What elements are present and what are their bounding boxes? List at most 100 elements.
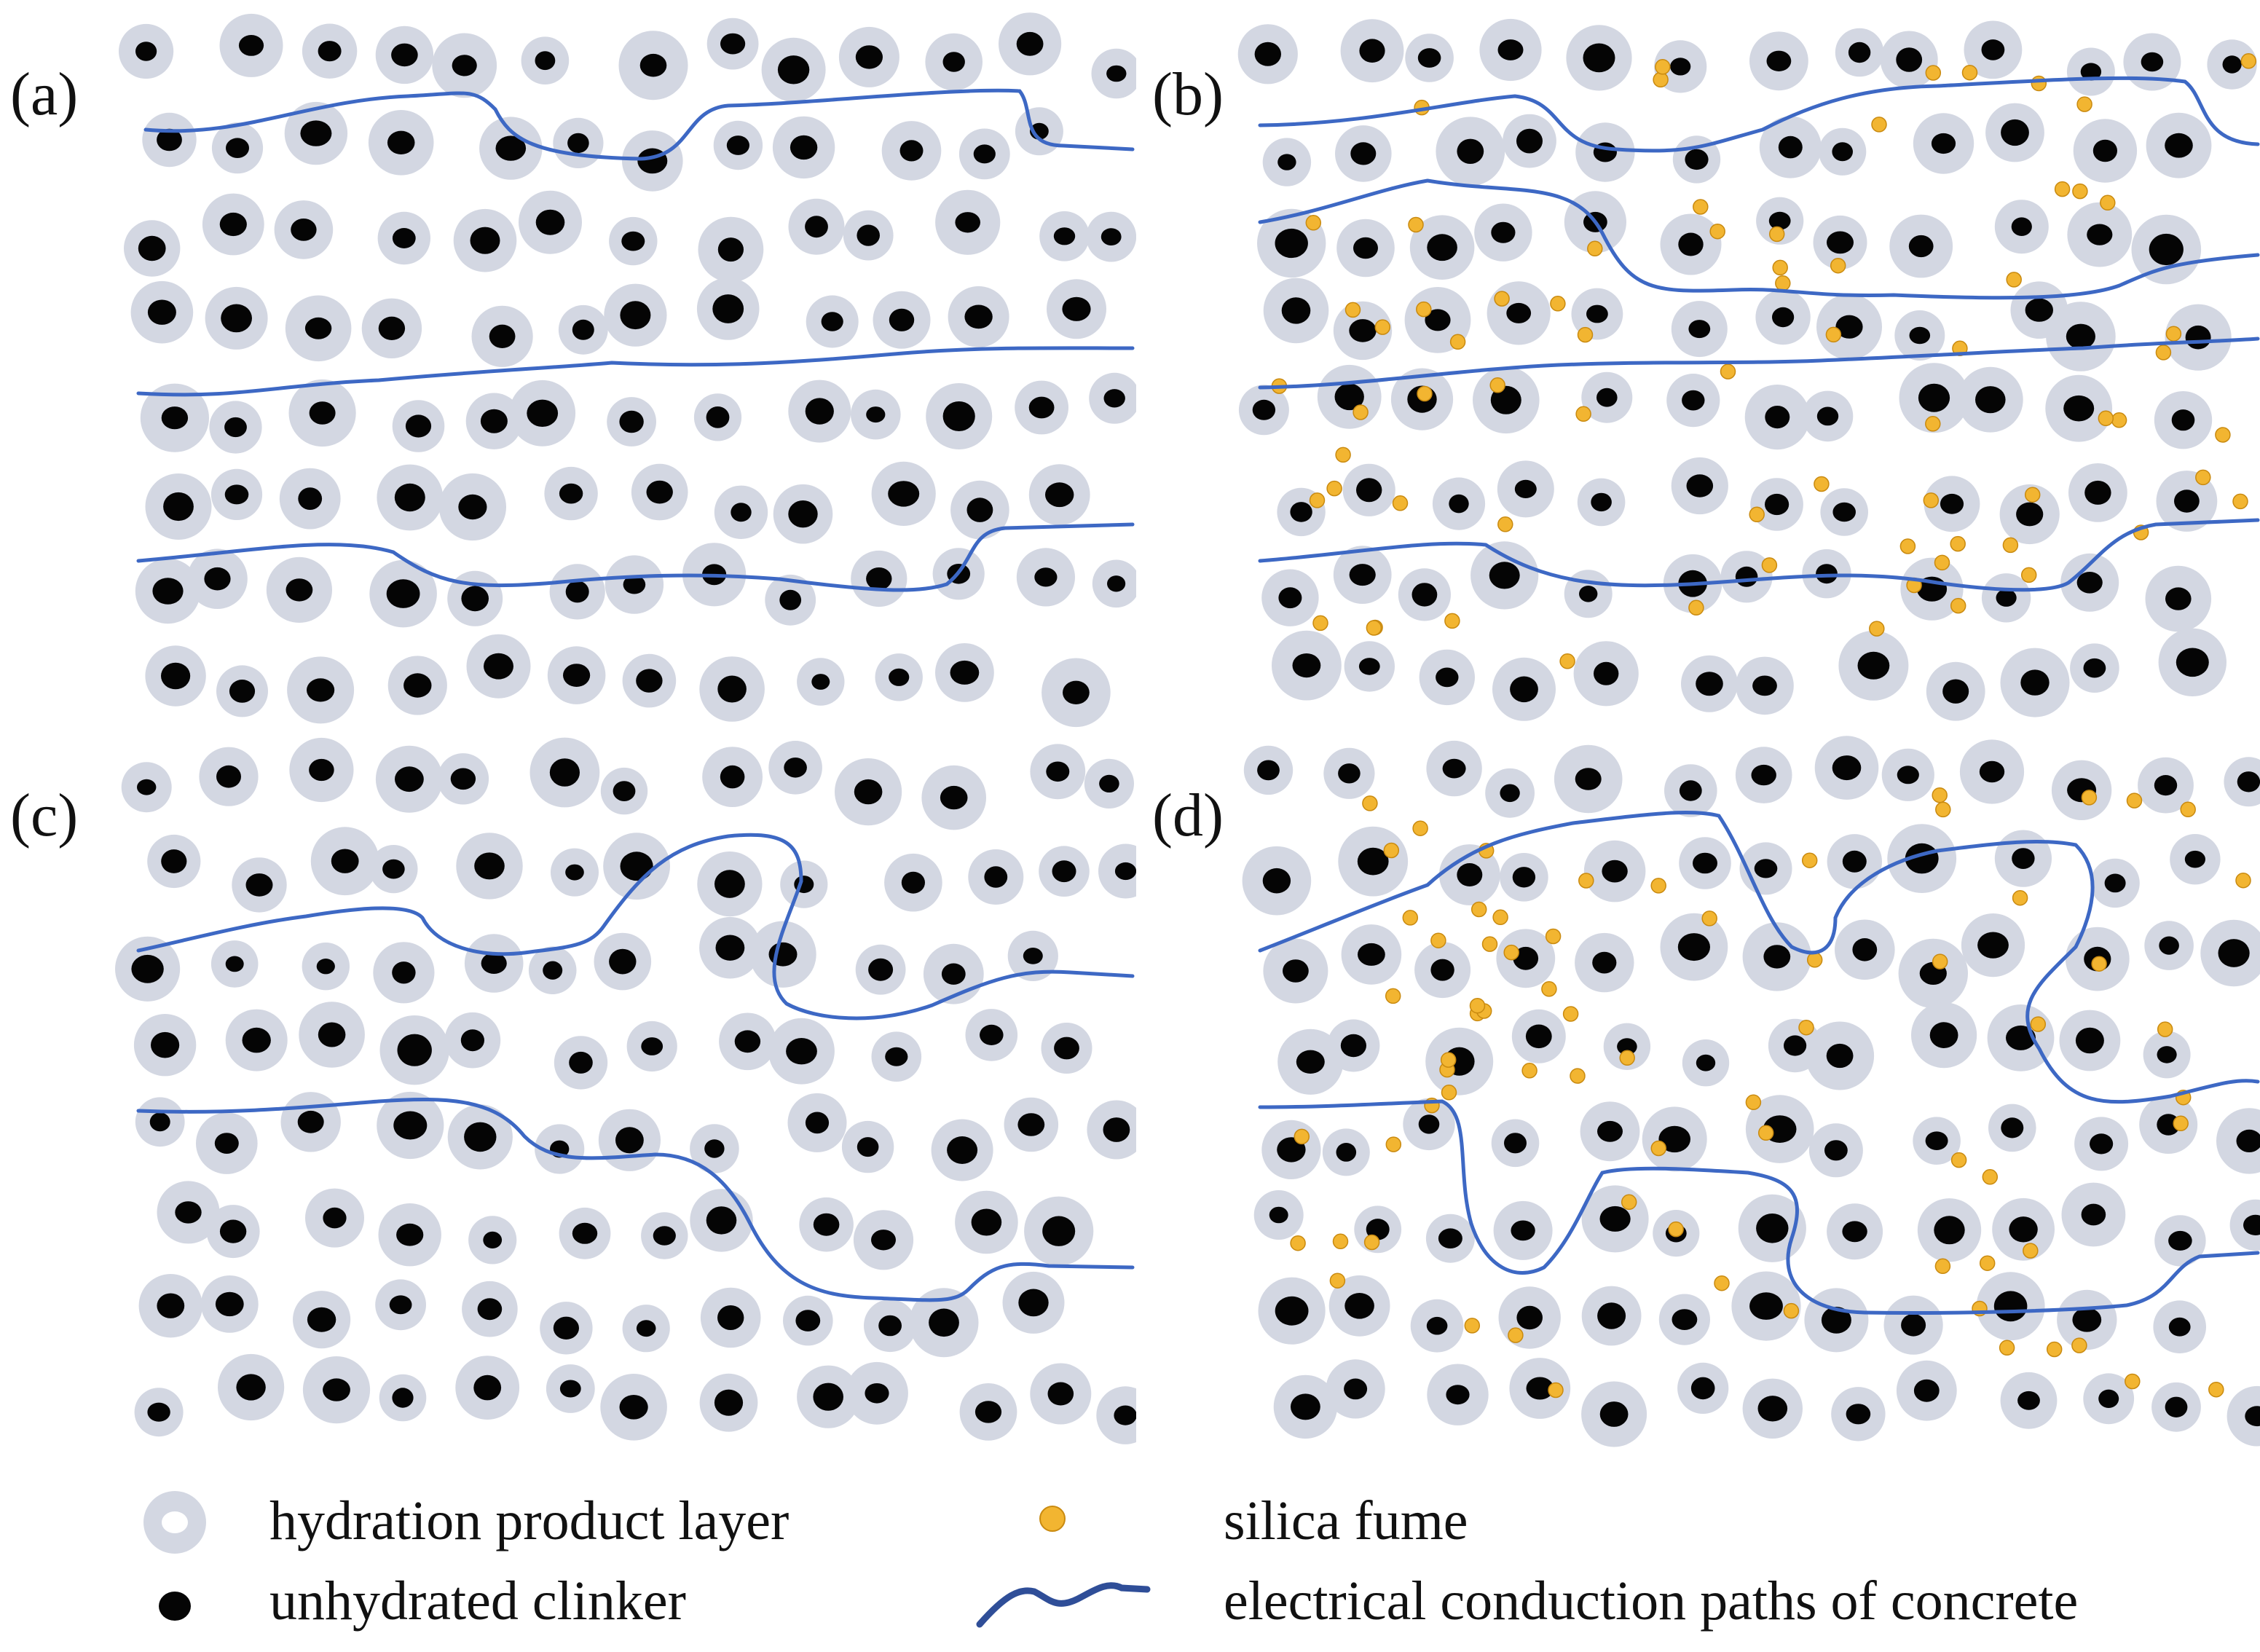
particle [1493, 1200, 1553, 1260]
silica-fume-particle [1745, 1094, 1762, 1111]
clinker [393, 1111, 428, 1140]
silica-fume-particle [2215, 427, 2231, 443]
silica-fume-field [1271, 53, 2257, 669]
clinker [405, 414, 432, 438]
particle [835, 758, 902, 826]
clinker [236, 1374, 266, 1401]
clinker [2098, 1389, 2119, 1408]
clinker [1685, 149, 1709, 170]
clinker [717, 1305, 744, 1330]
clinker [1047, 1382, 1074, 1406]
particle [232, 857, 287, 913]
clinker [788, 500, 818, 528]
clinker [307, 678, 335, 702]
silica-fume-particle [1329, 1273, 1346, 1289]
clinker [1106, 65, 1127, 82]
particle [1959, 739, 2025, 804]
particle [432, 33, 497, 98]
clinker [1766, 50, 1792, 72]
clinker [392, 228, 416, 248]
particle [871, 461, 936, 527]
silica-fume-particle [2076, 96, 2092, 112]
particle [1571, 288, 1623, 340]
particle [873, 291, 931, 349]
silica-fume-particle [1385, 988, 1401, 1004]
silica-fume-particle [2111, 412, 2127, 428]
clinker [2025, 298, 2053, 322]
particle [1580, 1101, 1640, 1162]
particle [1342, 463, 1395, 516]
silica-fume-particle [1982, 1169, 1999, 1185]
particle [519, 190, 582, 254]
clinker [1596, 388, 1618, 407]
particle [968, 849, 1024, 905]
particle [289, 737, 354, 803]
particle [719, 1012, 776, 1071]
silica-fume-particle [2173, 1115, 2189, 1132]
clinker [1597, 1120, 1623, 1142]
clinker [726, 135, 749, 155]
clinker [1688, 320, 1711, 339]
particle [1335, 125, 1392, 182]
clinker [161, 406, 189, 430]
silica-fume-particle [2031, 75, 2047, 92]
particle [1498, 1286, 1561, 1349]
clinker [2020, 669, 2050, 696]
particle [2057, 1289, 2117, 1350]
particle [2144, 921, 2194, 970]
silica-fume-particle [1335, 447, 1351, 463]
clinker [470, 227, 500, 254]
panel-b-drawing [1237, 18, 2260, 721]
clinker [1696, 672, 1723, 696]
silica-fume-particle [1575, 406, 1591, 422]
clinker [300, 120, 332, 146]
clinker [458, 494, 487, 520]
silica-fume-particle [1562, 1006, 1579, 1022]
clinker [1257, 760, 1280, 781]
clinker [1993, 1291, 2028, 1322]
clinker [1103, 389, 1125, 408]
clinker [238, 35, 264, 56]
silica-fume-particle [1925, 65, 1942, 81]
silica-fume-particle [1923, 492, 1940, 508]
clinker [641, 1037, 664, 1055]
clinker [323, 1378, 350, 1401]
particle [1098, 843, 1136, 899]
particle [600, 767, 648, 815]
clinker [1672, 1309, 1698, 1330]
clinker [784, 758, 807, 778]
particle [549, 564, 605, 620]
clinker [477, 1298, 503, 1321]
clinker [1099, 774, 1119, 792]
clinker [821, 312, 843, 331]
particle [225, 1009, 288, 1071]
clinker [2090, 1133, 2114, 1155]
clinker [378, 316, 406, 340]
clinker [2165, 1396, 2188, 1417]
silica-fume-particle [1508, 1327, 1524, 1343]
silica-fume-particle [1814, 476, 1830, 492]
particle [1096, 1386, 1136, 1444]
particle [121, 762, 172, 813]
particle [279, 468, 341, 530]
clinker [980, 1024, 1004, 1045]
particle [761, 37, 826, 102]
particle [1238, 385, 1289, 436]
conduction-path [136, 346, 1135, 397]
clinker [855, 45, 883, 69]
silica-fume-particle [1619, 1050, 1635, 1066]
clinker [2104, 873, 2126, 893]
clinker [157, 1293, 185, 1318]
clinker [984, 866, 1008, 888]
particle [1671, 301, 1728, 358]
particle [622, 653, 677, 708]
clinker [135, 42, 157, 61]
particle [2090, 858, 2140, 908]
particle [210, 468, 263, 521]
clinker [1275, 1296, 1309, 1326]
particle [788, 198, 845, 255]
clinker [1846, 1404, 1871, 1425]
clinker [1457, 138, 1484, 164]
silica-fume-particle [1309, 492, 1326, 508]
